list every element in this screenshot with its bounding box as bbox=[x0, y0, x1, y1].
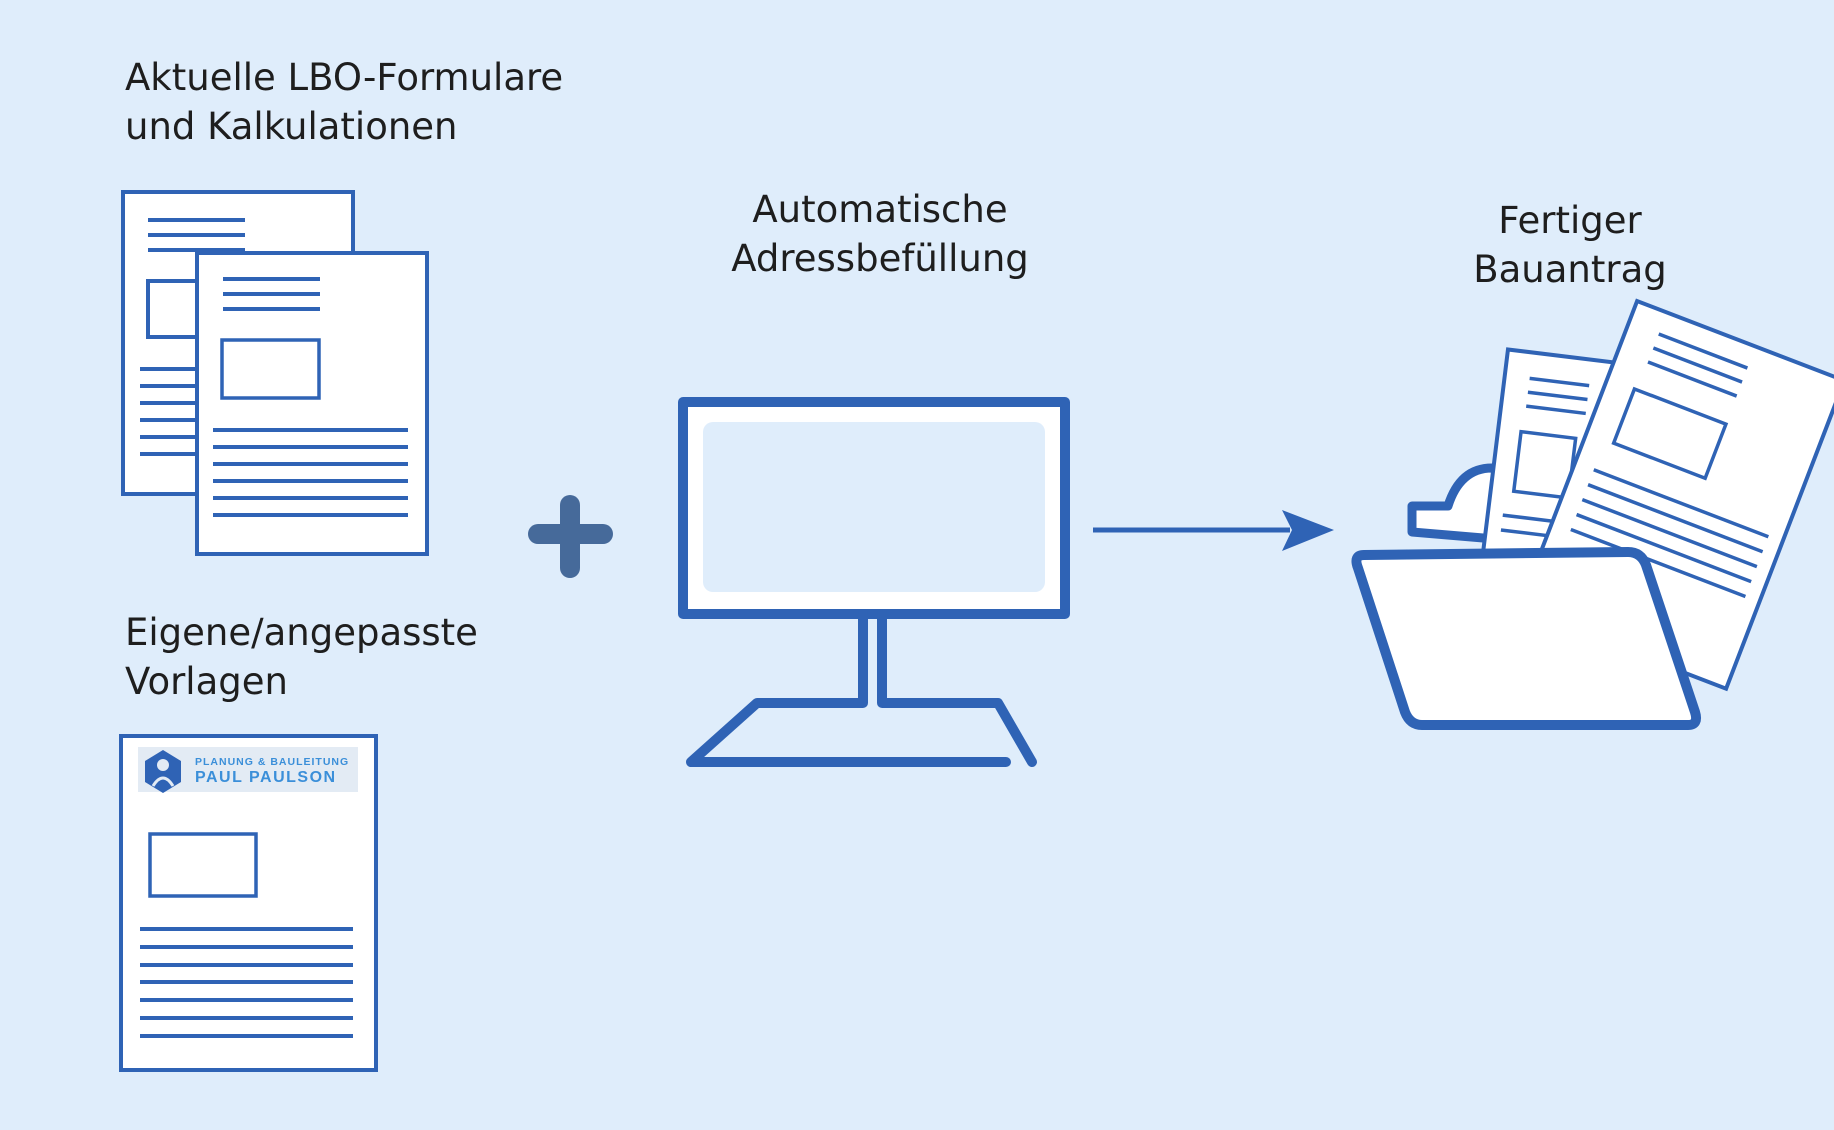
label-own-templates-line2: Vorlagen bbox=[125, 660, 288, 703]
arrow-right-icon bbox=[1093, 510, 1334, 551]
label-own-templates: Eigene/angepasste Vorlagen bbox=[125, 608, 478, 706]
label-auto-fill: Automatische Adressbefüllung bbox=[700, 185, 1060, 283]
documents-icon bbox=[121, 190, 429, 556]
label-finished-line1: Fertiger bbox=[1498, 199, 1642, 242]
label-auto-fill-line2: Adressbefüllung bbox=[731, 237, 1029, 280]
label-lbo-forms-line2: und Kalkulationen bbox=[125, 105, 458, 148]
label-finished-line2: Bauantrag bbox=[1473, 248, 1667, 291]
logo-line2: PAUL PAULSON bbox=[195, 769, 337, 786]
logo-emblem-icon bbox=[145, 750, 181, 793]
monitor-icon bbox=[678, 397, 1070, 767]
logo-line1: PLANUNG & BAULEITUNG bbox=[195, 756, 349, 768]
label-own-templates-line1: Eigene/angepasste bbox=[125, 611, 478, 654]
folder-with-documents-icon bbox=[1351, 298, 1834, 730]
label-finished: Fertiger Bauantrag bbox=[1420, 196, 1720, 294]
plus-icon bbox=[528, 495, 613, 578]
template-document-icon: PLANUNG & BAULEITUNG PAUL PAULSON bbox=[119, 734, 378, 1072]
label-auto-fill-line1: Automatische bbox=[752, 188, 1008, 231]
label-lbo-forms-line1: Aktuelle LBO-Formulare bbox=[125, 56, 564, 99]
label-lbo-forms: Aktuelle LBO-Formulare und Kalkulationen bbox=[125, 53, 563, 151]
